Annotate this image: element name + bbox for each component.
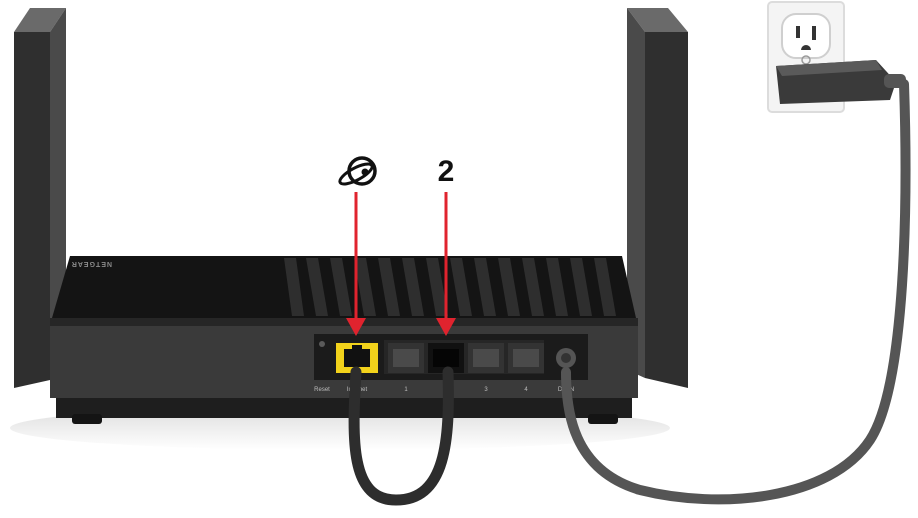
lan-label-4: 4 (524, 387, 528, 393)
brand-logo: NETGEAR (71, 260, 112, 267)
lan-port-2[interactable] (428, 343, 464, 373)
lan-label-1: 1 (404, 387, 408, 393)
right-antenna (627, 8, 688, 388)
lan-port-4[interactable] (508, 343, 544, 373)
power-adapter (776, 60, 906, 104)
reset-button[interactable] (319, 341, 325, 347)
arrow-to-internet-port (346, 192, 366, 336)
internet-globe-icon (338, 156, 377, 186)
power-cable (561, 79, 911, 505)
internet-port[interactable] (336, 343, 378, 373)
lan-port-1[interactable] (388, 343, 424, 373)
arrow-to-lan-port (436, 192, 456, 336)
router-body (50, 256, 638, 424)
lan-port-3[interactable] (468, 343, 504, 373)
ethernet-cable (348, 366, 454, 506)
reset-label: Reset (314, 387, 330, 393)
lan-port-number-callout: 2 (438, 155, 455, 188)
vent-slats (284, 258, 616, 316)
lan-label-3: 3 (484, 387, 488, 393)
